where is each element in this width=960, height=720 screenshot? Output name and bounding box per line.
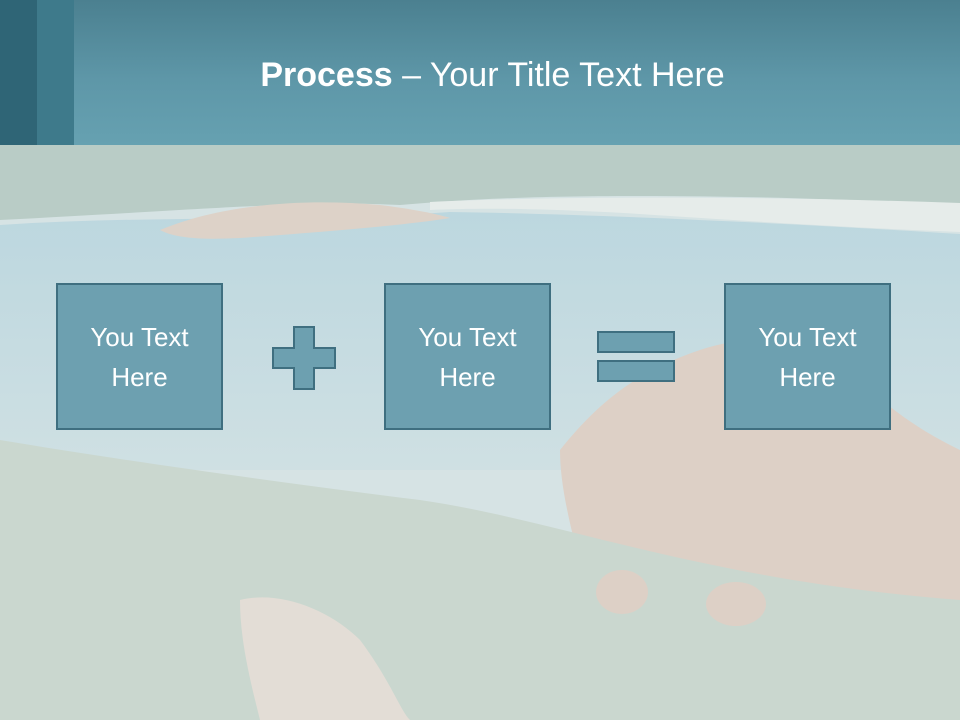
title-rest: – Your Title Text Here: [392, 56, 725, 94]
process-box-1-text: You Text Here: [90, 321, 189, 392]
title-bar: Process – Your Title Text Here: [0, 0, 960, 145]
slide-title[interactable]: Process – Your Title Text Here: [0, 53, 960, 97]
equals-icon: [597, 331, 675, 382]
process-box-3[interactable]: You Text Here: [724, 283, 891, 430]
accent-bar-dark: [0, 0, 37, 145]
title-bold: Process: [260, 56, 393, 94]
process-box-3-text: You Text Here: [758, 321, 857, 392]
process-box-2-text: You Text Here: [418, 321, 517, 392]
process-box-1[interactable]: You Text Here: [56, 283, 223, 430]
accent-bar-mid: [37, 0, 74, 145]
process-box-2[interactable]: You Text Here: [384, 283, 551, 430]
plus-icon: [272, 326, 336, 390]
